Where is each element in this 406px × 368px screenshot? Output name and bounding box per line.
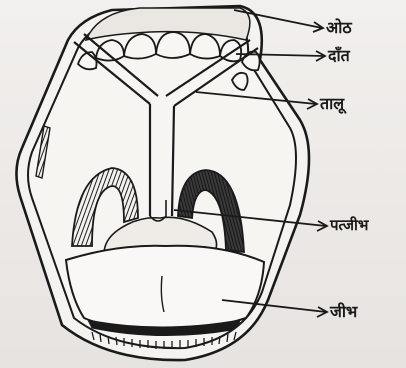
label-lips: ओठ [326, 20, 352, 36]
label-uvula: पत्जीभ [330, 218, 368, 233]
tongue [66, 246, 264, 330]
label-palate: तालू [320, 96, 344, 112]
label-teeth: दाँत [328, 48, 350, 64]
label-tongue: जीभ [330, 304, 357, 320]
